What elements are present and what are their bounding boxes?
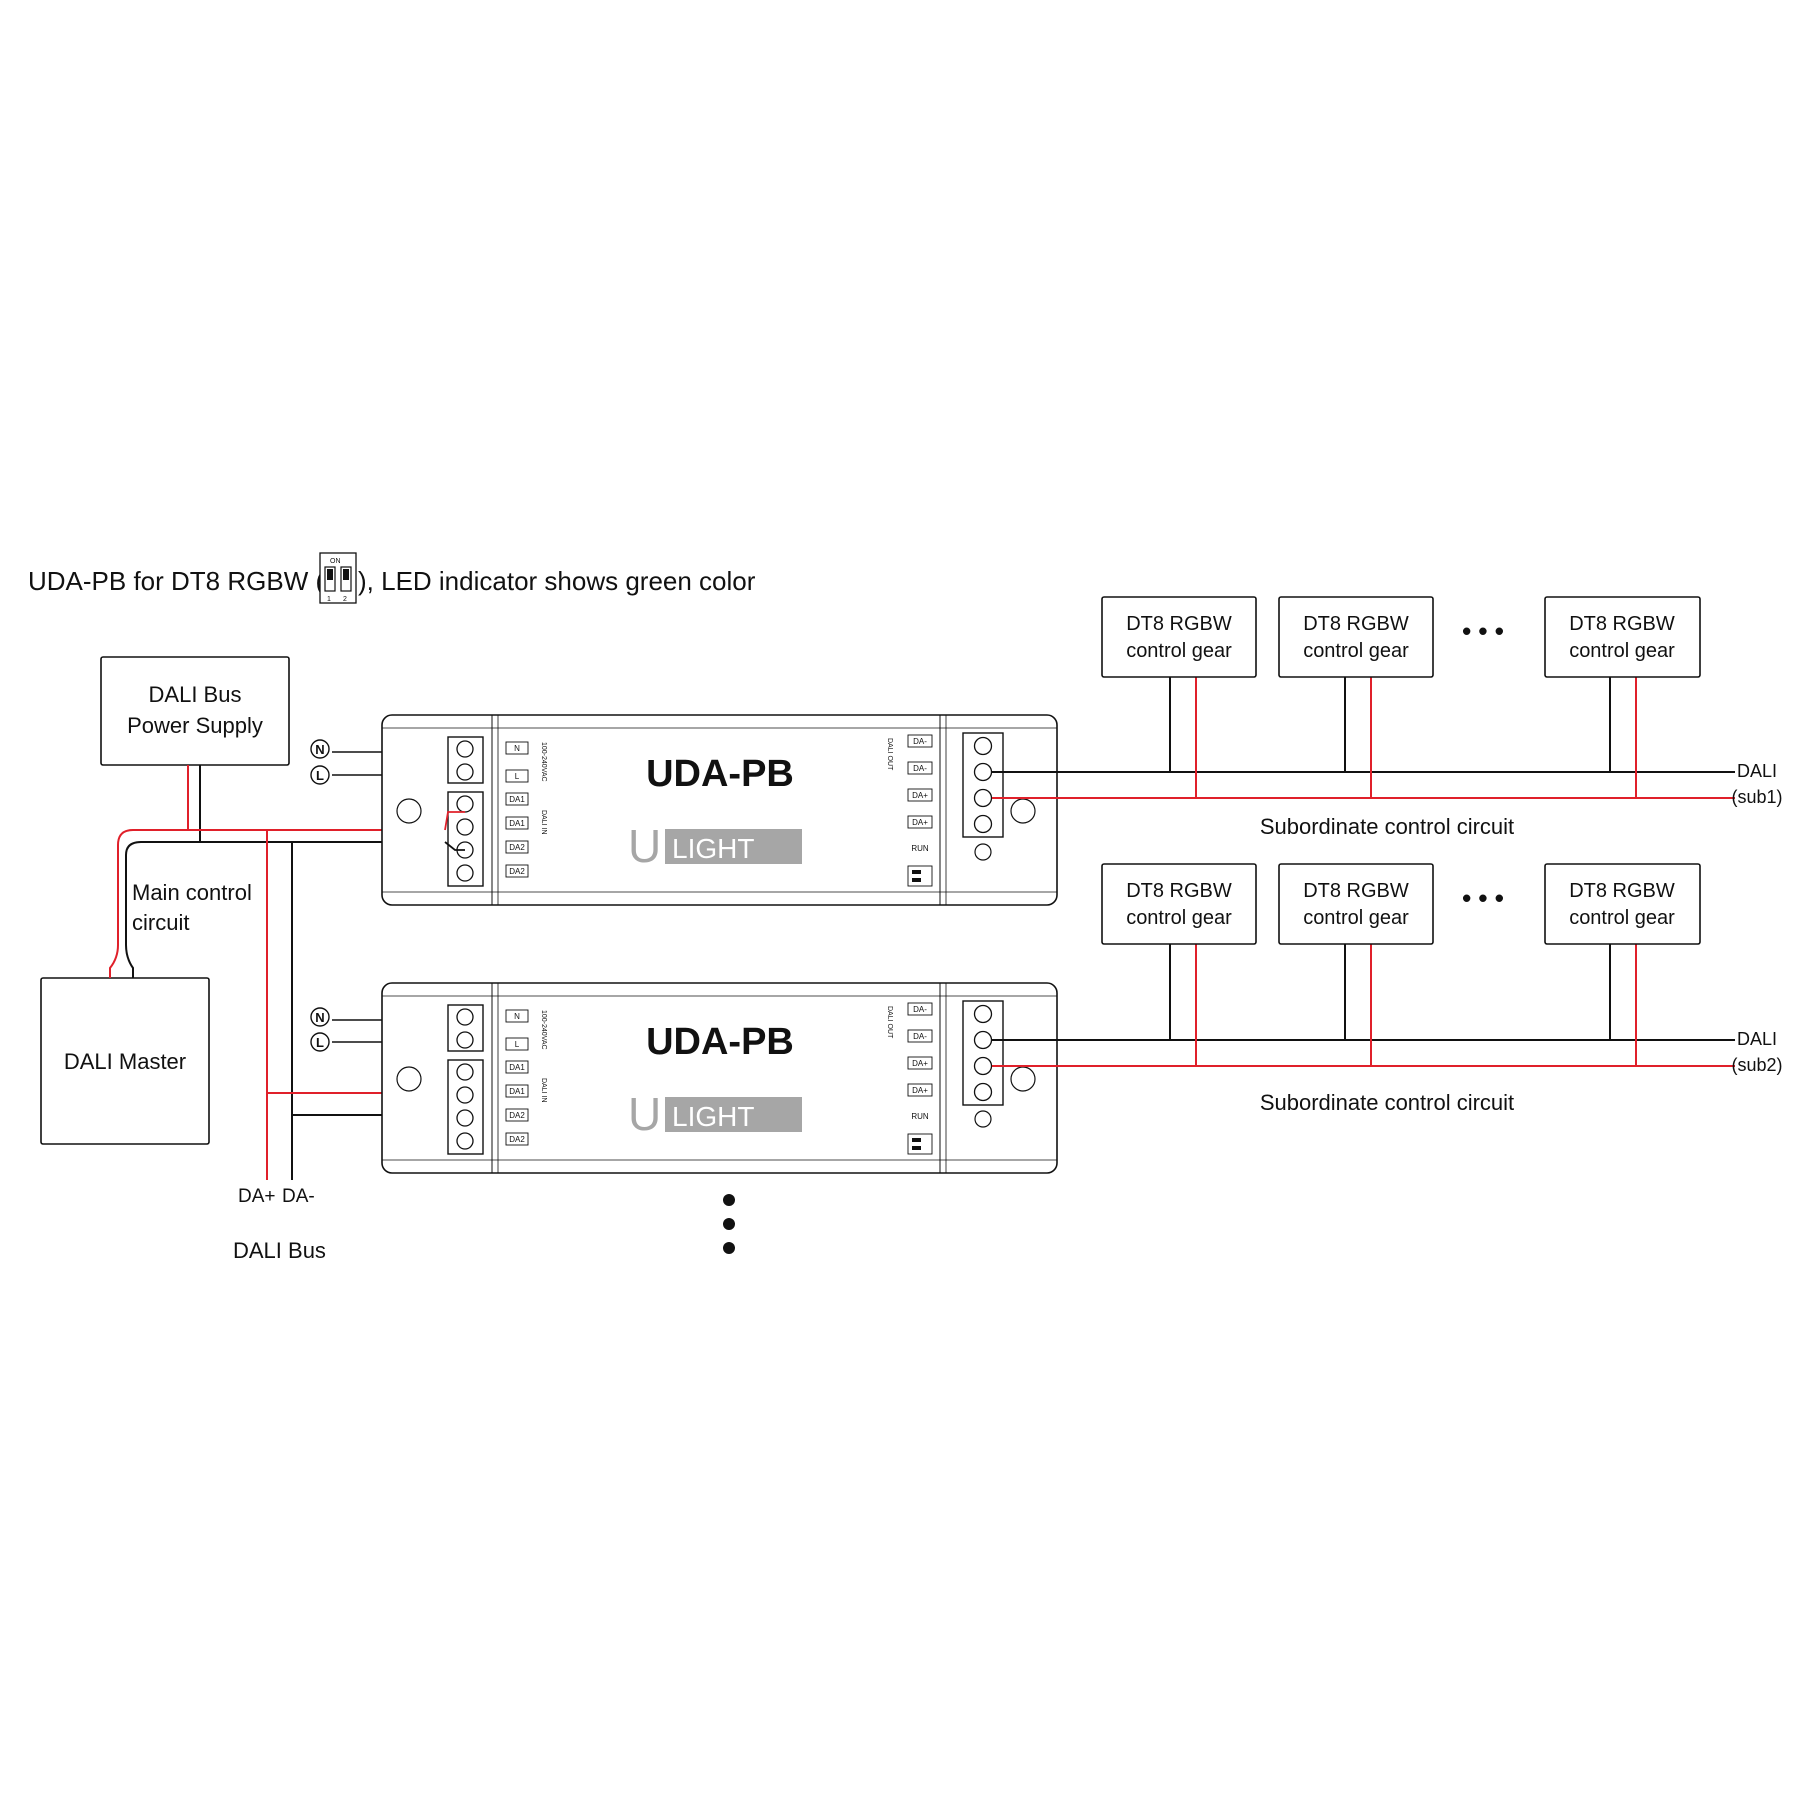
logo-u: U (628, 820, 661, 872)
sub2-bus-wires (992, 944, 1735, 1067)
sub1-control-gear-3: DT8 RGBW control gear (1544, 596, 1701, 678)
run-led-icon (974, 1110, 992, 1128)
dip-switch-icon (907, 865, 933, 887)
bus-da-plus-label: DA+ (238, 1186, 276, 1207)
switch-on-label: ON (330, 558, 341, 565)
sub2-sub-label: (sub2) (1731, 1055, 1782, 1075)
sub2-dali-label: DALI (1737, 1029, 1777, 1049)
gear-line1: DT8 RGBW (1569, 880, 1675, 902)
run-label: RUN (911, 844, 929, 853)
more-gear-ellipsis: • • • (1462, 616, 1504, 646)
in-terminal-l: L (515, 1040, 520, 1049)
bus-da-minus-label: DA- (282, 1186, 315, 1207)
gear-line1: DT8 RGBW (1569, 613, 1675, 635)
device-name: UDA-PB (646, 1021, 794, 1063)
in-terminal-da2: DA2 (509, 1135, 525, 1144)
dali-in-label: DALI IN (540, 1078, 547, 1103)
master-label: DALI Master (64, 1049, 186, 1074)
ulight-logo: U LIGHT (628, 1088, 802, 1140)
more-units-ellipsis-icon (723, 1194, 735, 1254)
logo-u: U (628, 1088, 661, 1140)
unit-1-input-wires (444, 811, 465, 851)
dali-out-label: DALI OUT (886, 1006, 893, 1039)
sub1-dali-label: DALI (1737, 761, 1777, 781)
out-terminal-da-minus: DA- (913, 737, 927, 746)
out-terminal-da-minus: DA- (913, 764, 927, 773)
mains-n-label: N (315, 742, 324, 757)
out-terminal-da-plus: DA+ (912, 791, 928, 800)
title-prefix: UDA-PB for DT8 RGBW ( (28, 566, 324, 596)
gear-line1: DT8 RGBW (1303, 613, 1409, 635)
in-terminal-da1: DA1 (509, 795, 525, 804)
gear-line2: control gear (1303, 640, 1409, 662)
in-terminal-da2: DA2 (509, 843, 525, 852)
gear-line1: DT8 RGBW (1126, 880, 1232, 902)
mains-l-icon: L (310, 1032, 330, 1052)
dali-out-label: DALI OUT (886, 738, 893, 771)
mains-l-icon: L (310, 765, 330, 785)
sub1-circuit-label: Subordinate control circuit (1260, 814, 1514, 839)
dali-bus-label: DALI Bus (233, 1238, 326, 1263)
gear-line2: control gear (1126, 907, 1232, 929)
diagram-title: UDA-PB for DT8 RGBW ( ON 1 2 ), LED indi… (28, 552, 756, 604)
gear-line2: control gear (1569, 640, 1675, 662)
switch-1-label: 1 (327, 596, 331, 603)
dip-switch-icon (907, 1133, 933, 1155)
device-name: UDA-PB (646, 753, 794, 795)
in-terminal-da2: DA2 (509, 867, 525, 876)
in-terminal-n: N (514, 744, 520, 753)
dali-in-label: DALI IN (540, 810, 547, 835)
dip-switch-icon: ON 1 2 (319, 552, 357, 604)
sub1-sub-label: (sub1) (1731, 787, 1782, 807)
sub2-control-gear-1: DT8 RGBW control gear (1101, 863, 1257, 945)
uda-pb-unit-2: N L N L DA1 DA1 DA2 (310, 982, 1058, 1174)
vac-label: 100-240VAC (540, 742, 547, 782)
out-terminal-da-plus: DA+ (912, 818, 928, 827)
mains-l-label: L (316, 1035, 324, 1050)
sub2-control-gear-3: DT8 RGBW control gear (1544, 863, 1701, 945)
gear-line2: control gear (1126, 640, 1232, 662)
switch-2-label: 2 (343, 596, 347, 603)
in-terminal-n: N (514, 1012, 520, 1021)
mains-l-label: L (316, 768, 324, 783)
more-gear-ellipsis: • • • (1462, 883, 1504, 913)
power-supply-line1: DALI Bus (149, 682, 242, 707)
power-supply-line2: Power Supply (127, 713, 263, 738)
uda-pb-unit-1: N L N L DA1 DA1 (310, 714, 1058, 906)
sub1-control-gear-1: DT8 RGBW control gear (1101, 596, 1257, 678)
out-terminal-da-plus: DA+ (912, 1086, 928, 1095)
gear-line1: DT8 RGBW (1303, 880, 1409, 902)
out-terminal-da-minus: DA- (913, 1032, 927, 1041)
gear-line2: control gear (1569, 907, 1675, 929)
in-terminal-da1: DA1 (509, 1087, 525, 1096)
sub2-control-gear-2: DT8 RGBW control gear (1278, 863, 1434, 945)
sub1-control-gear-2: DT8 RGBW control gear (1278, 596, 1434, 678)
out-terminal-da-plus: DA+ (912, 1059, 928, 1068)
in-terminal-da2: DA2 (509, 1111, 525, 1120)
mains-n-icon: N (310, 739, 330, 759)
sub1-bus-wires (992, 677, 1735, 799)
run-label: RUN (911, 1112, 929, 1121)
out-terminal-da-minus: DA- (913, 1005, 927, 1014)
logo-light: LIGHT (672, 1101, 754, 1132)
in-terminal-da1: DA1 (509, 1063, 525, 1072)
in-terminal-l: L (515, 772, 520, 781)
sub2-circuit-label: Subordinate control circuit (1260, 1090, 1514, 1115)
dali-bus-power-supply: DALI Bus Power Supply (100, 656, 290, 766)
in-terminal-da1: DA1 (509, 819, 525, 828)
title-suffix: ), LED indicator shows green color (358, 566, 756, 596)
gear-line1: DT8 RGBW (1126, 613, 1232, 635)
dali-master: DALI Master (40, 977, 210, 1145)
logo-light: LIGHT (672, 833, 754, 864)
gear-line2: control gear (1303, 907, 1409, 929)
main-circuit-line2: circuit (132, 910, 189, 935)
run-led-icon (974, 843, 992, 861)
main-circuit-line1: Main control (132, 880, 252, 905)
mains-n-icon: N (310, 1007, 330, 1027)
vac-label: 100-240VAC (540, 1010, 547, 1050)
mains-n-label: N (315, 1010, 324, 1025)
ulight-logo: U LIGHT (628, 820, 802, 872)
